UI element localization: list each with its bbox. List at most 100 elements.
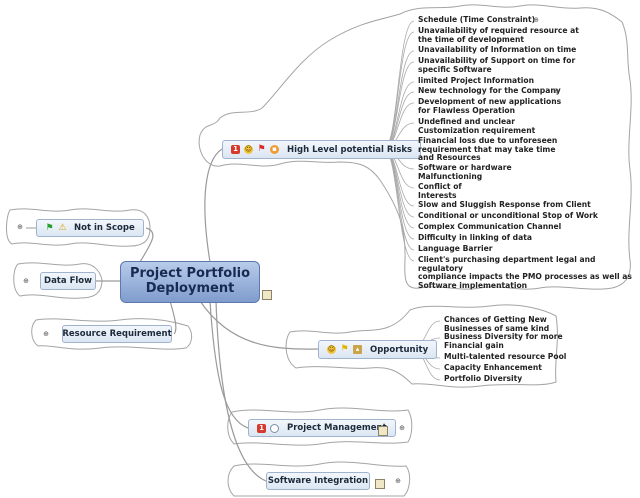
risk-item-line: the time of development: [418, 34, 524, 44]
project-management-label: Project Management: [287, 423, 387, 433]
link-project-management: [209, 300, 249, 429]
risk-item-line: for Flawless Operation: [418, 105, 516, 115]
smiley-icon: ☺: [244, 145, 253, 154]
risk-item-line: New technology for the Company: [418, 86, 561, 95]
risk-item-line: Malfunctioning: [418, 171, 483, 181]
expand-schedule-icon[interactable]: ⊕: [533, 16, 539, 24]
risk-item-line: Slow and Sluggish Response from Client: [418, 200, 591, 209]
smiley-icon: ☺: [327, 345, 336, 354]
risk-item-line: Conditional or unconditional Stop of Wor…: [418, 211, 598, 220]
risk-item[interactable]: Complex Communication Channel: [418, 222, 562, 232]
risk-item[interactable]: Unavailability of Information on time: [418, 45, 577, 55]
resource-requirement-label: Resource Requirement: [62, 329, 172, 339]
link-not-in-scope: [139, 227, 154, 263]
yellow-flag-icon: ⚑: [340, 344, 349, 354]
risk-item-line: Client's purchasing department legal and…: [418, 255, 596, 273]
risk-item-line: Undefined and unclear: [418, 117, 515, 126]
expand-not-in-scope-icon[interactable]: ⊕: [17, 223, 23, 231]
priority-1-icon: 1: [231, 145, 240, 154]
expand-data-flow-icon[interactable]: ⊕: [23, 277, 29, 285]
opportunity-item-line: Business Diversity for more: [444, 332, 563, 341]
data-flow-label: Data Flow: [44, 276, 92, 286]
data-flow-topic[interactable]: Data Flow: [40, 272, 96, 290]
software-integration-topic[interactable]: Software Integration: [266, 472, 370, 490]
opportunity-cloud: [285, 304, 558, 388]
data-flow-cloud: [13, 262, 103, 299]
risk-item[interactable]: Slow and Sluggish Response from Client: [418, 200, 591, 210]
note-icon[interactable]: [378, 426, 388, 436]
risk-item-line: Customization requirement: [418, 125, 536, 135]
risk-item-line: Unavailability of Information on time: [418, 45, 577, 54]
risk-item-line: and Resources: [418, 153, 481, 162]
opportunity-item[interactable]: Portfolio Diversity: [444, 374, 523, 384]
risk-item[interactable]: Language Barrier: [418, 244, 493, 254]
opportunity-item[interactable]: Multi-talented resource Pool: [444, 352, 567, 362]
risks-topic-label: High Level potential Risks: [287, 144, 413, 155]
link-resource-requirement: [169, 300, 177, 335]
risk-item-line: limited Project Information: [418, 76, 535, 85]
expand-resource-requirement-icon[interactable]: ⊕: [43, 330, 49, 338]
opportunity-item-line: Businesses of same kind: [444, 323, 550, 333]
central-topic-line1: Project Portfolio: [129, 266, 251, 282]
risk-item[interactable]: Schedule (Time Constraint): [418, 15, 536, 25]
not-in-scope-topic[interactable]: ⚑ ⚠ Not in Scope: [36, 219, 144, 237]
risk-item-line: compliance impacts the PMO processes as …: [418, 272, 632, 281]
risk-item-line: requirement that may take time: [418, 144, 556, 154]
warning-icon: ⚠: [58, 222, 67, 233]
project-management-topic[interactable]: 1 Project Management: [248, 419, 396, 437]
risk-item-line: Complex Communication Channel: [418, 222, 562, 231]
risk-item-line: Software or hardware: [418, 163, 512, 172]
risk-item-line: Conflict of: [418, 182, 462, 191]
expand-project-management-icon[interactable]: ⊕: [399, 424, 405, 432]
expand-software-integration-icon[interactable]: ⊕: [395, 477, 401, 485]
opportunity-item[interactable]: Capacity Enhancement: [444, 363, 542, 373]
risk-item-line: Development of new applications: [418, 97, 562, 106]
risk-item-link: [383, 61, 415, 150]
risk-item-link: [383, 81, 415, 150]
risks-cloud: [198, 4, 632, 290]
priority-icon: 1: [257, 423, 266, 433]
risk-item[interactable]: limited Project Information: [418, 76, 535, 86]
resource-requirement-topic[interactable]: Resource Requirement: [62, 325, 172, 343]
risk-item-line: Unavailability of Support on time for: [418, 56, 576, 65]
risk-item[interactable]: New technology for the Company: [418, 86, 561, 96]
note-icon[interactable]: [262, 290, 272, 300]
risks-topic[interactable]: 1 ☺ ⚑ ▪ High Level potential Risks: [222, 140, 422, 159]
central-topic-line2: Deployment: [145, 281, 235, 296]
link-software-integration: [215, 300, 267, 482]
opportunity-topic[interactable]: ☺ ⚑ ▴ Opportunity: [318, 340, 438, 359]
risk-item-line: Language Barrier: [418, 244, 493, 253]
risk-item-line: Difficulty in linking of data: [418, 233, 532, 242]
risk-item[interactable]: Conditional or unconditional Stop of Wor…: [418, 211, 598, 221]
opportunity-item-line: Capacity Enhancement: [444, 363, 542, 372]
risk-item-line: Schedule (Time Constraint): [418, 15, 536, 24]
risk-item[interactable]: Difficulty in linking of data: [418, 233, 532, 243]
thumbs-up-icon: ▴: [353, 345, 362, 354]
expand-new-technology-icon[interactable]: ⊕: [553, 87, 559, 95]
risk-item[interactable]: Client's purchasing department legal and…: [418, 255, 640, 290]
opportunity-item-line: Chances of Getting New: [444, 315, 547, 324]
not-in-scope-label: Not in Scope: [74, 223, 135, 233]
opportunity-label: Opportunity: [370, 344, 429, 355]
risk-item-line: Financial loss due to unforeseen: [418, 136, 558, 145]
software-integration-cloud: [227, 461, 411, 497]
note-icon[interactable]: [375, 479, 385, 489]
resource-requirement-cloud: [31, 318, 193, 350]
risk-item-line: specific Software: [418, 64, 492, 74]
gift-icon: ▪: [270, 145, 279, 154]
opportunity-item-line: Portfolio Diversity: [444, 374, 523, 383]
software-integration-label: Software Integration: [267, 476, 369, 486]
opportunity-item-line: Multi-talented resource Pool: [444, 352, 567, 361]
not-in-scope-cloud: [6, 208, 151, 247]
central-topic[interactable]: Project Portfolio Deployment: [120, 261, 260, 303]
green-flag-icon: ⚑: [45, 222, 54, 233]
